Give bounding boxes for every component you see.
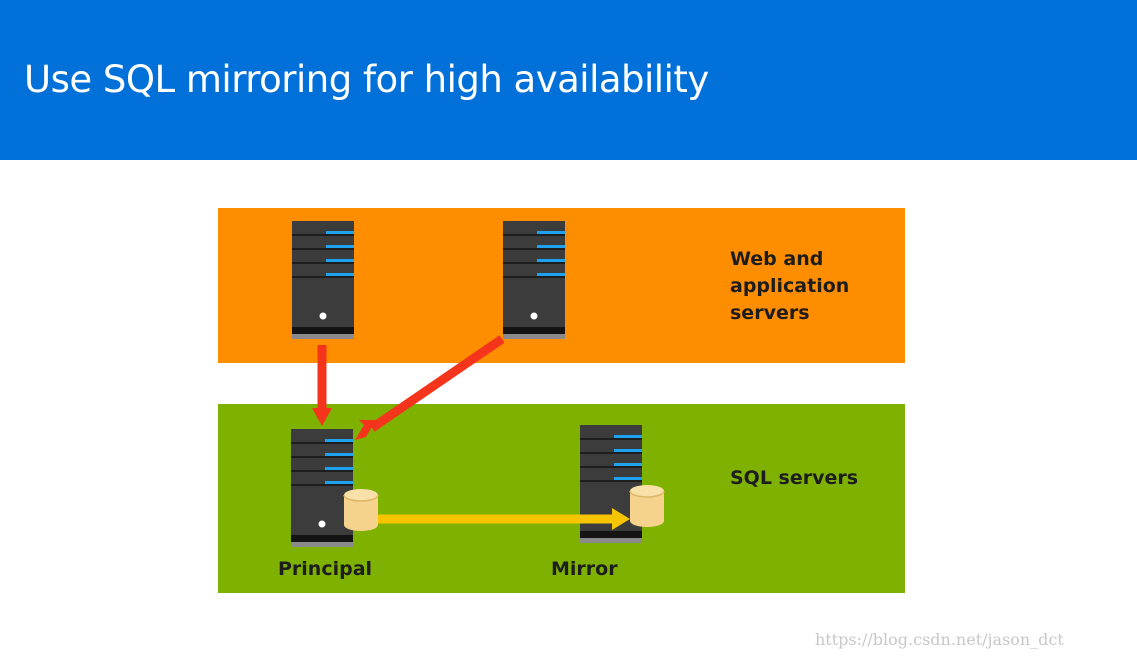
slide-title: Use SQL mirroring for high availability xyxy=(24,58,709,101)
watermark: https://blog.csdn.net/jason_dct xyxy=(815,630,1064,649)
principal-label: Principal xyxy=(278,558,373,580)
mirror-database-icon xyxy=(629,484,665,528)
web-server-1-icon xyxy=(292,221,354,339)
mirroring-arrow xyxy=(378,508,630,530)
principal-server-icon xyxy=(291,429,353,547)
header-bar: Use SQL mirroring for high availability xyxy=(0,0,1137,160)
principal-database-icon xyxy=(343,488,379,532)
mirror-server-icon xyxy=(580,425,642,543)
web-server-2-icon xyxy=(503,221,565,339)
request-arrow-web1-to-principal xyxy=(312,345,332,426)
request-arrow-web2-to-principal xyxy=(355,335,505,440)
mirror-label: Mirror xyxy=(551,558,618,580)
web-tier-label: Web and application servers xyxy=(730,248,850,324)
sql-tier-label: SQL servers xyxy=(730,467,859,489)
